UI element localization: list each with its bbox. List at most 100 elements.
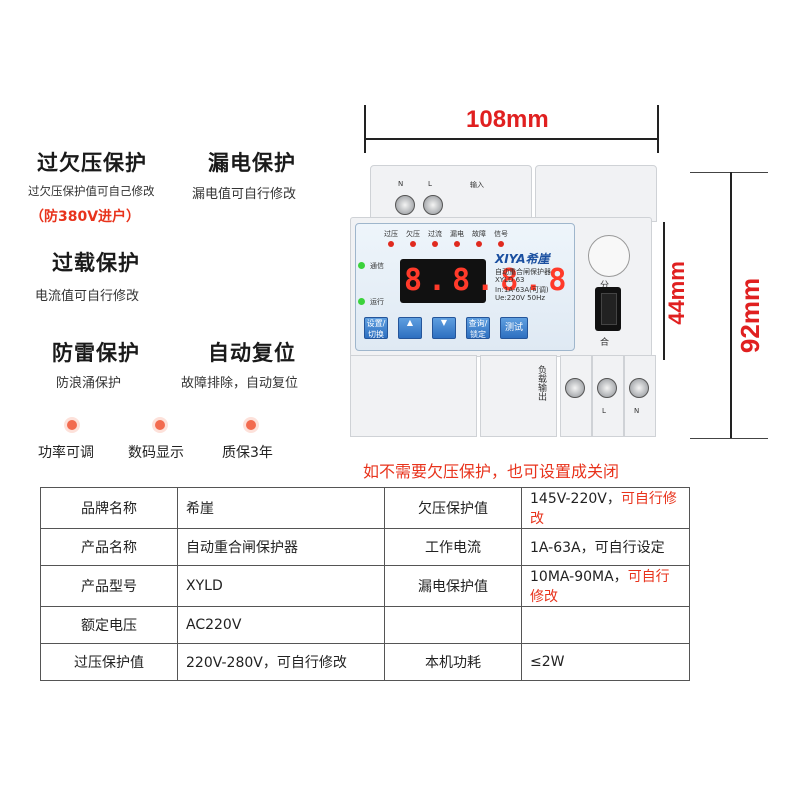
indicator-label: 欠压 [406,230,420,238]
spec-key: 额定电压 [40,606,178,644]
terminal-top-l-label: L [428,180,432,188]
spec-key: 品牌名称 [40,487,178,529]
dimension-front-label: 44mm [663,261,689,325]
dimension-width-label: 108mm [466,106,549,133]
spec-key: 欠压保护值 [384,487,522,529]
status-label-run: 运行 [370,298,384,306]
indicator-row: 过压 欠压 过流 漏电 故障 信号 [380,229,530,255]
spec-value: XYLD [177,565,385,607]
feature-sub-overload: 电流值可自行修改 [35,289,140,304]
spec-key: 漏电保护值 [384,565,522,607]
indicator-label: 故障 [472,230,486,238]
device-top-left-block [370,165,532,222]
up-arrow-icon: ▲ [406,318,414,327]
indicator-led [432,241,438,247]
feature-dot [67,420,77,430]
feature-title-leakage: 漏电保护 [208,151,296,175]
dimension-width-left-tick [364,105,366,153]
spec-value: 10MA-90MA，可自行修改 [521,565,690,607]
spec-table: 品牌名称 希崖 欠压保护值 145V-220V，可自行修改 产品名称 自动重合闸… [40,487,690,681]
device-top-right-block [535,165,657,222]
status-led-run [358,298,365,305]
device-illustration: N L 输入 过压 欠压 过流 漏电 故障 信号 通信 运行 8.8.8.8 X… [350,155,660,445]
indicator-led [388,241,394,247]
table-row: 过压保护值 220V-280V，可自行修改 本机功耗 ≤2W [40,643,690,681]
dimension-height-top-tick [690,172,768,173]
indicator-led [410,241,416,247]
model-line: XYLD 63 [495,276,525,284]
spec-value-text: 10MA-90MA， [530,569,628,585]
switch-off-label: 分 [600,281,610,291]
dimension-width-right-tick [657,105,659,153]
model-line: Ue:220V 50Hz [495,294,546,302]
feature-note-overvoltage: （防380V进户） [30,209,141,225]
dimension-width-line [366,138,657,140]
terminal-bottom-l-label: L [602,407,606,415]
terminal-bottom-n-label: N [634,407,640,415]
indicator-label: 漏电 [450,230,464,238]
set-switch-label: 设置/切换 [366,319,386,339]
spec-value-red: 220V-280V，可自行修改 [177,643,385,681]
spec-key: 过压保护值 [40,643,178,681]
test-label: 测试 [504,323,523,333]
feature-sub-overvoltage: 过欠压保护值可自己修改 [28,184,155,198]
terminal-output-label: 负载输出 [536,365,546,401]
digital-display: 8.8.8.8 [400,259,566,303]
terminal-screw [395,195,415,215]
spec-value: 自动重合闸保护器 [177,528,385,566]
feature-title-autoreset: 自动复位 [208,341,296,365]
table-row: 额定电压 AC220V [40,606,690,644]
spec-value: AC220V [177,606,385,644]
bottom-feature-warranty: 质保3年 [222,445,273,461]
switch-rocker [601,293,617,325]
indicator-label: 过压 [384,230,398,238]
increase-button[interactable]: ▲ 增加 [398,317,422,339]
decrease-button[interactable]: ▼ 减少 [432,317,456,339]
indicator-label: 过流 [428,230,442,238]
bottom-feature-display: 数码显示 [128,445,184,461]
bottom-feature-power: 功率可调 [38,445,94,461]
terminal-screw [565,378,585,398]
indicator-led [476,241,482,247]
spec-key: 工作电流 [384,528,522,566]
query-lock-button[interactable]: 查询/锁定 [466,317,490,339]
table-row: 产品名称 自动重合闸保护器 工作电流 1A-63A，可自行设定 [40,528,690,566]
feature-sub-leakage: 漏电值可自行修改 [192,187,297,202]
indicator-led [498,241,504,247]
feature-dot [246,420,256,430]
feature-sub-lightning: 防浪涌保护 [56,376,122,391]
terminal-screw [597,378,617,398]
terminal-top-n-label: N [398,180,404,188]
indicator-led [454,241,460,247]
query-lock-label: 查询/锁定 [468,319,488,339]
model-line: In:1A-63A(可调) [495,286,549,294]
dimension-height-line [730,172,732,438]
spec-key: 产品名称 [40,528,178,566]
test-button[interactable]: 测试 [500,317,528,339]
status-label-comm: 通信 [370,262,384,270]
spec-key-empty [384,606,522,644]
model-line: 自动重合闸保护器 [495,268,551,276]
table-row: 产品型号 XYLD 漏电保护值 10MA-90MA，可自行修改 [40,565,690,607]
set-switch-button[interactable]: 设置/切换 [364,317,388,339]
device-bottom-mid-block [480,355,557,437]
terminal-top-input-label: 输入 [470,181,484,189]
spec-value: ≤2W [521,643,690,681]
display-readout: 8.8.8.8 [404,263,573,298]
undervoltage-notice: 如不需要欠压保护，也可设置成关闭 [363,462,620,481]
feature-title-overvoltage: 过欠压保护 [37,151,147,175]
dial-icon [588,235,630,277]
table-row: 品牌名称 希崖 欠压保护值 145V-220V，可自行修改 [40,487,690,529]
feature-title-lightning: 防雷保护 [52,341,140,365]
power-switch[interactable] [595,287,621,331]
spec-value: 1A-63A，可自行设定 [521,528,690,566]
terminal-screw [629,378,649,398]
feature-dot [155,420,165,430]
switch-on-label: 合 [600,338,610,348]
dimension-height-label: 92mm [735,277,766,354]
indicator-label: 信号 [494,230,508,238]
spec-value-red: 可自行修改 [530,491,677,527]
spec-value-text: 145V-220V， [530,491,621,507]
feature-title-overload: 过载保护 [52,251,140,275]
terminal-screw [423,195,443,215]
